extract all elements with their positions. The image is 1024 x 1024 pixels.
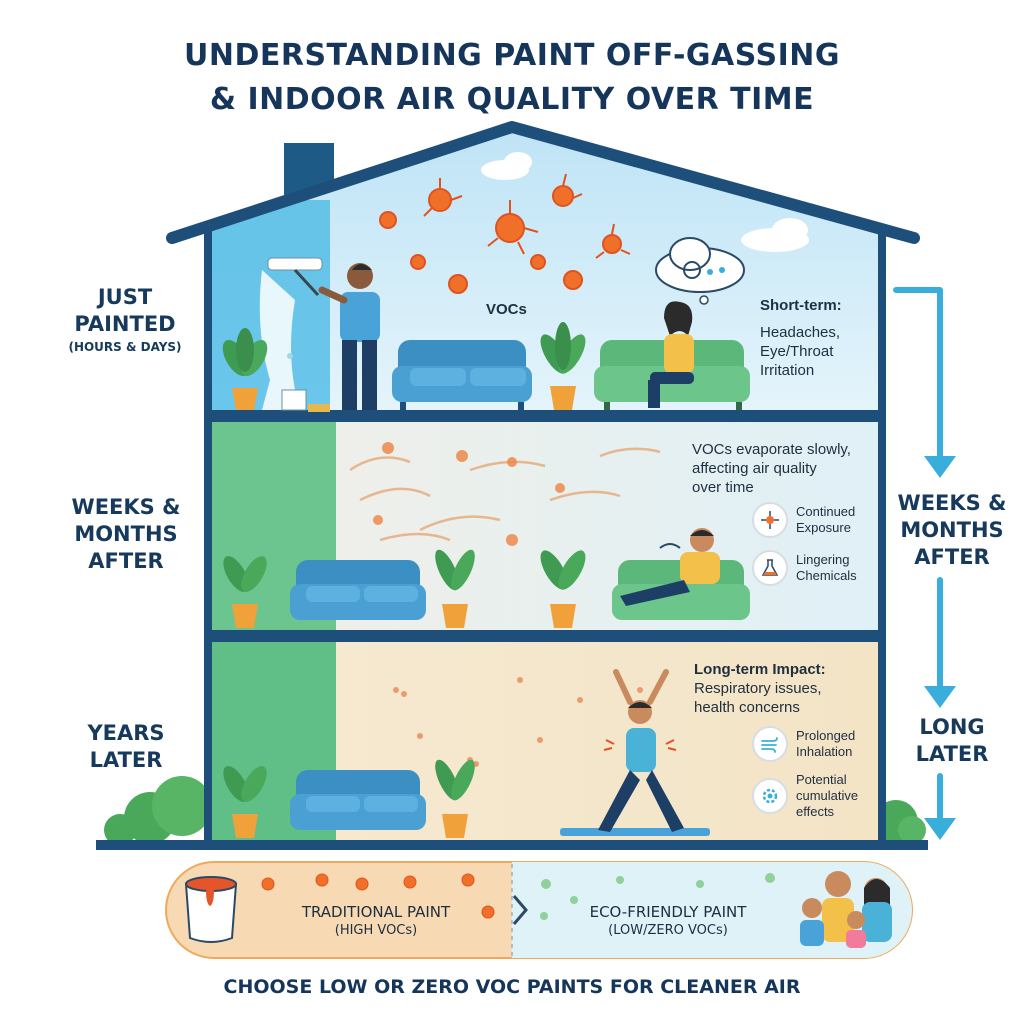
- long-term-impact: Long-term Impact: Respiratory issues, he…: [694, 660, 826, 717]
- timeline-arrowheads: [924, 456, 956, 840]
- effects-line: Eye/Throat: [760, 343, 834, 360]
- potted-plant: [435, 549, 475, 628]
- impact-heading: Long-term Impact:: [694, 661, 826, 678]
- impact-line: Respiratory issues,: [694, 680, 822, 697]
- short-term-effects: Short-term: Headaches, Eye/Throat Irrita…: [760, 296, 842, 380]
- title-line-1: UNDERSTANDING PAINT OFF-GASSING: [183, 38, 841, 73]
- title-line-2: & INDOOR AIR QUALITY OVER TIME: [209, 82, 815, 117]
- eco-paint-label: ECO-FRIENDLY PAINT (LOW/ZERO VOCs): [548, 902, 788, 940]
- wind-icon: [752, 726, 788, 762]
- effects-line: Irritation: [760, 362, 815, 379]
- voc-molecules: [261, 873, 495, 919]
- molecule-icon: [752, 502, 788, 538]
- potted-plant: [540, 550, 586, 628]
- badge-lingering-chemicals: Lingering Chemicals: [752, 550, 857, 586]
- timeline-label: MONTHS: [900, 518, 1004, 542]
- green-molecules: [540, 873, 775, 920]
- paint-bucket-icon: [184, 876, 238, 943]
- family-illustration: [800, 871, 892, 948]
- badge-line: Exposure: [796, 520, 851, 535]
- person-reclining: [620, 528, 720, 606]
- stage-label: AFTER: [88, 549, 164, 573]
- badge-continued-exposure: Continued Exposure: [752, 502, 855, 538]
- paint-voc-level: (HIGH VOCs): [334, 923, 418, 938]
- cloud: [481, 152, 809, 252]
- stage-label: JUST: [97, 285, 153, 309]
- timeline-label: LONG: [919, 715, 985, 739]
- potted-plant: [223, 766, 267, 838]
- bush-left: [104, 776, 212, 846]
- timeline-label: AFTER: [914, 545, 990, 569]
- stage-just-painted: JUST PAINTED (HOURS & DAYS): [60, 284, 190, 356]
- potted-plant: [222, 328, 268, 410]
- note-line: VOCs evaporate slowly,: [692, 441, 851, 458]
- badge-line: Prolonged: [796, 728, 856, 743]
- potted-plant: [223, 556, 267, 628]
- stage-years-later: YEARS LATER: [56, 720, 196, 774]
- person-headache: [648, 301, 694, 408]
- note-line: over time: [692, 479, 754, 496]
- thought-cloud: [655, 237, 745, 305]
- badge-line: Potential: [796, 772, 847, 787]
- note-line: affecting air quality: [692, 460, 817, 477]
- gear-icon: [752, 778, 788, 814]
- badge-cumulative-effects: Potential cumulative effects: [752, 772, 858, 820]
- badge-line: Lingering: [796, 552, 850, 567]
- person-painting: [318, 263, 380, 410]
- stage-label: WEEKS &: [71, 495, 181, 519]
- stage-weeks-months: WEEKS & MONTHS AFTER: [56, 494, 196, 575]
- footer-message: CHOOSE LOW OR ZERO VOC PAINTS FOR CLEANE…: [223, 976, 801, 998]
- timeline-long-later: LONG LATER: [892, 714, 1012, 768]
- stage-label: PAINTED: [74, 312, 176, 336]
- traditional-paint-label: TRADITIONAL PAINT (HIGH VOCs): [256, 902, 496, 940]
- sofa: [290, 770, 426, 830]
- sofa: [290, 560, 426, 620]
- potted-plant: [435, 759, 475, 838]
- page-title: UNDERSTANDING PAINT OFF-GASSING & INDOOR…: [0, 34, 1024, 122]
- effects-line: Headaches,: [760, 324, 841, 341]
- badge-line: Inhalation: [796, 744, 853, 759]
- paint-type: TRADITIONAL PAINT: [301, 903, 451, 921]
- timeline-weeks-months: WEEKS & MONTHS AFTER: [892, 490, 1012, 571]
- voc-molecules: [379, 185, 622, 294]
- badge-line: Chemicals: [796, 568, 857, 583]
- stage-sublabel: (HOURS & DAYS): [68, 340, 182, 354]
- timeline-label: WEEKS &: [897, 491, 1007, 515]
- paint-roller: [259, 257, 323, 410]
- effects-heading: Short-term:: [760, 297, 842, 314]
- impact-line: health concerns: [694, 699, 800, 716]
- stage-label: MONTHS: [74, 522, 178, 546]
- badge-line: effects: [796, 804, 835, 819]
- evaporation-note: VOCs evaporate slowly, affecting air qua…: [692, 440, 851, 497]
- stage-label: YEARS: [87, 721, 165, 745]
- roof: [166, 121, 920, 244]
- badge-prolonged-inhalation: Prolonged Inhalation: [752, 726, 855, 762]
- paint-type: ECO-FRIENDLY PAINT: [589, 903, 747, 921]
- stage-label: LATER: [89, 748, 163, 772]
- paint-voc-level: (LOW/ZERO VOCs): [608, 923, 728, 938]
- paint-can: [281, 389, 330, 412]
- person-stretching: [598, 669, 684, 832]
- potted-plant: [540, 322, 586, 410]
- yoga-mat: [560, 828, 710, 836]
- flask-icon: [752, 550, 788, 586]
- badge-line: cumulative: [796, 788, 859, 803]
- badge-line: Continued: [796, 504, 856, 519]
- comparison-banner: [165, 861, 913, 959]
- timeline-label: LATER: [915, 742, 989, 766]
- sofa: [392, 340, 532, 410]
- timeline-arrow: [893, 287, 943, 829]
- vocs-label: VOCs: [486, 301, 527, 318]
